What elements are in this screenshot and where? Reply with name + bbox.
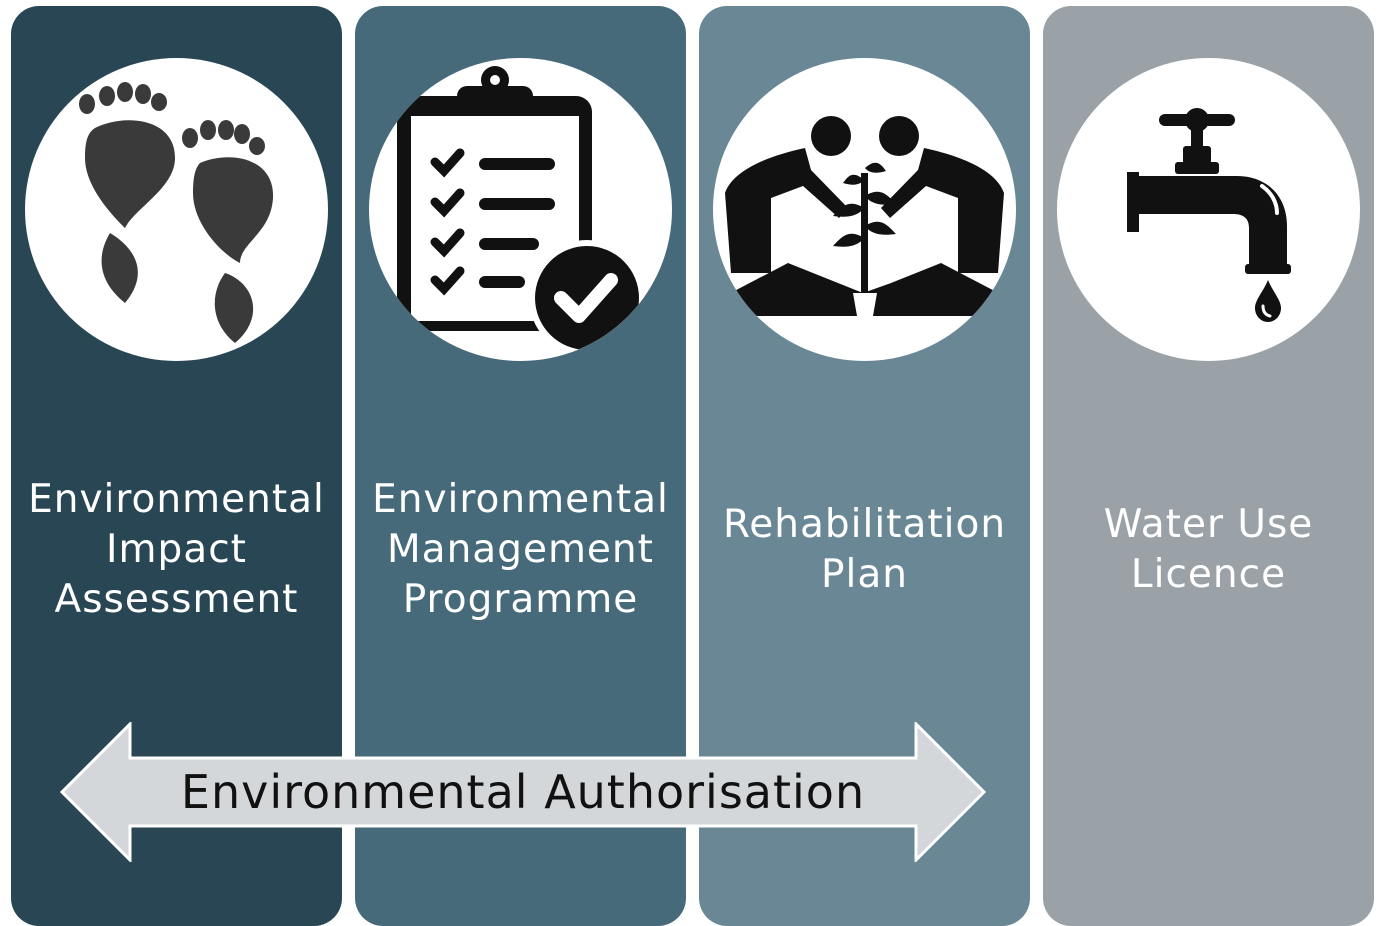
icon-circle: [713, 58, 1016, 361]
column-label: Environmental Impact Assessment: [28, 477, 325, 622]
column-label: Water Use Licence: [1103, 502, 1314, 597]
water-tap-icon: [1127, 108, 1291, 322]
people-planting-icon: [721, 116, 1008, 316]
clipboard-checklist-icon: [397, 66, 645, 356]
column-water-use-licence: Water Use Licence: [1043, 6, 1374, 926]
column-label: Rehabilitation Plan: [722, 502, 1007, 597]
icon-circle: [25, 58, 328, 361]
icon-circle: [369, 58, 672, 361]
footprints-icon: [79, 82, 274, 343]
icon-circle: [1057, 58, 1360, 361]
column-label: Environmental Management Programme: [372, 477, 669, 622]
environmental-authorisation-arrow: Environmental Authorisation: [60, 722, 986, 862]
arrow-label: Environmental Authorisation: [180, 765, 866, 819]
double-arrow-shape: [60, 722, 986, 862]
